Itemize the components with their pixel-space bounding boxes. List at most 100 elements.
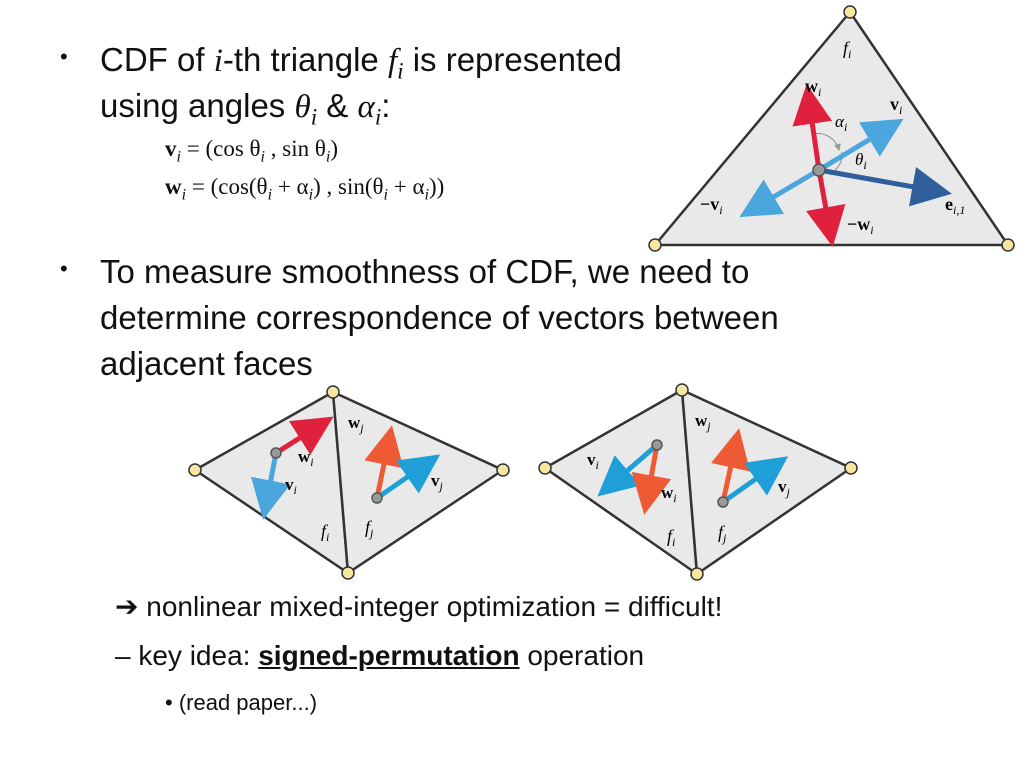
eq-part: , sin θ	[265, 136, 326, 161]
vertex-left	[648, 238, 662, 252]
arrow-right-icon: ➔	[115, 590, 139, 623]
math-f: f	[387, 43, 398, 79]
figure-adjacent-faces-consistent: wi vi wj vj fi fj	[188, 385, 510, 580]
center-point-j	[717, 496, 729, 508]
label-f-j: fj	[365, 517, 374, 540]
eq-part: = (cos θ	[180, 136, 261, 161]
eq-part: ) , sin(θ	[313, 174, 384, 199]
vertex-top	[675, 383, 689, 397]
label-f-i: fi	[667, 526, 675, 549]
bullet-1-line-2: using angles θi & αi:	[100, 84, 390, 139]
label-f-i: fi	[321, 521, 329, 544]
label-w-i: wi	[661, 483, 677, 505]
vertex-left	[538, 461, 552, 475]
eq-part: + α	[272, 174, 309, 199]
face-j	[680, 387, 854, 577]
vertex-left	[188, 463, 202, 477]
math-theta: θ	[294, 89, 311, 125]
label-alpha-i: αi	[835, 112, 847, 134]
arrow-line: ➔ nonlinear mixed-integer optimization =…	[115, 590, 722, 623]
math-sub: i	[310, 103, 318, 130]
math-sub: i	[374, 103, 382, 130]
text: using angles	[100, 87, 295, 124]
eq-sub: i	[181, 186, 187, 204]
eq-lhs: w	[165, 174, 182, 199]
vertex-right	[844, 461, 858, 475]
eq-part: )	[330, 136, 339, 161]
center-point-j	[371, 492, 383, 504]
vertex-top	[326, 385, 340, 399]
eq-sub: i	[176, 148, 181, 166]
bullet-dot: •	[165, 690, 173, 715]
eq-lhs: v	[165, 136, 177, 161]
figure-adjacent-faces-flipped: vi wi wj vj fi fj	[538, 383, 858, 581]
bullet-dot: •	[60, 256, 68, 281]
vector-neg-w-i	[806, 169, 846, 247]
text: :	[381, 87, 391, 124]
label-f-i: fi	[843, 38, 851, 61]
label-v-i: vi	[285, 475, 297, 497]
label-neg-w-i: −wi	[847, 214, 874, 237]
key-idea-line: – key idea: signed-permutation operation	[115, 640, 644, 672]
text: (read paper...)	[178, 690, 318, 715]
text: -th triangle	[222, 41, 388, 78]
bullet-1-line-1: CDF of i-th triangle fi is represented	[100, 38, 622, 93]
eq-part: ))	[429, 174, 445, 199]
vector-v-j	[721, 456, 789, 505]
read-paper-line: • (read paper...)	[165, 690, 317, 716]
math-sub: i	[397, 57, 404, 84]
text: is represented	[403, 41, 622, 78]
eq-part: = (cos(θ	[186, 174, 268, 199]
vertex-bottom	[341, 566, 355, 580]
vector-w-j	[364, 425, 404, 499]
vector-e-i1	[818, 167, 952, 207]
vertex-right	[496, 463, 510, 477]
equation-v: vi = (cos θi , sin θi)	[165, 134, 338, 173]
text: CDF of	[100, 41, 214, 78]
vector-v-i	[597, 443, 659, 497]
center-point	[812, 163, 826, 177]
eq-sub: i	[260, 148, 266, 166]
text: key idea:	[130, 640, 259, 671]
equation-w: wi = (cos(θi + αi) , sin(θi + αi))	[165, 172, 444, 211]
text: &	[317, 87, 358, 124]
bullet-dot: •	[60, 44, 68, 69]
vector-neg-v-i	[739, 167, 821, 218]
vector-v-i	[817, 118, 904, 173]
eq-sub: i	[424, 186, 430, 204]
text: operation	[519, 640, 645, 671]
vertex-right	[1001, 238, 1015, 252]
label-f-j: fj	[718, 522, 727, 545]
label-v-i: vi	[890, 94, 902, 117]
eq-sub: i	[308, 186, 314, 204]
vector-w-i	[274, 416, 334, 456]
label-w-i: wi	[298, 447, 314, 469]
label-e-i1: ei,1	[945, 194, 965, 217]
vector-v-i	[251, 452, 291, 520]
label-v-i: vi	[587, 450, 599, 472]
math-alpha: α	[357, 89, 375, 125]
vector-w-i	[792, 84, 833, 171]
vertex-top	[843, 5, 857, 19]
bullet-2-line-2: determine correspondence of vectors betw…	[100, 299, 779, 336]
label-w-i: wi	[805, 76, 821, 99]
center-point-i	[270, 447, 282, 459]
bullet-2-line-3: adjacent faces	[100, 345, 313, 382]
vertex-bottom	[690, 567, 704, 581]
label-neg-v-i: −vi	[700, 194, 723, 217]
label-v-j: vj	[778, 477, 791, 499]
label-v-j: vj	[431, 471, 444, 493]
text: nonlinear mixed-integer optimization = d…	[138, 591, 723, 622]
label-w-j: wj	[348, 413, 364, 435]
math-i: i	[213, 43, 223, 79]
bullet-2-line-1: To measure smoothness of CDF, we need to	[100, 253, 750, 290]
label-theta-i: θi	[855, 150, 867, 172]
eq-sub: i	[267, 186, 273, 204]
label-w-j: wj	[695, 411, 711, 433]
emphasis: signed-permutation	[258, 640, 520, 671]
vector-w-i	[631, 444, 672, 515]
center-point-i	[651, 439, 663, 451]
eq-sub: i	[383, 186, 388, 204]
vector-v-j	[375, 454, 441, 501]
vector-w-j	[711, 428, 751, 503]
